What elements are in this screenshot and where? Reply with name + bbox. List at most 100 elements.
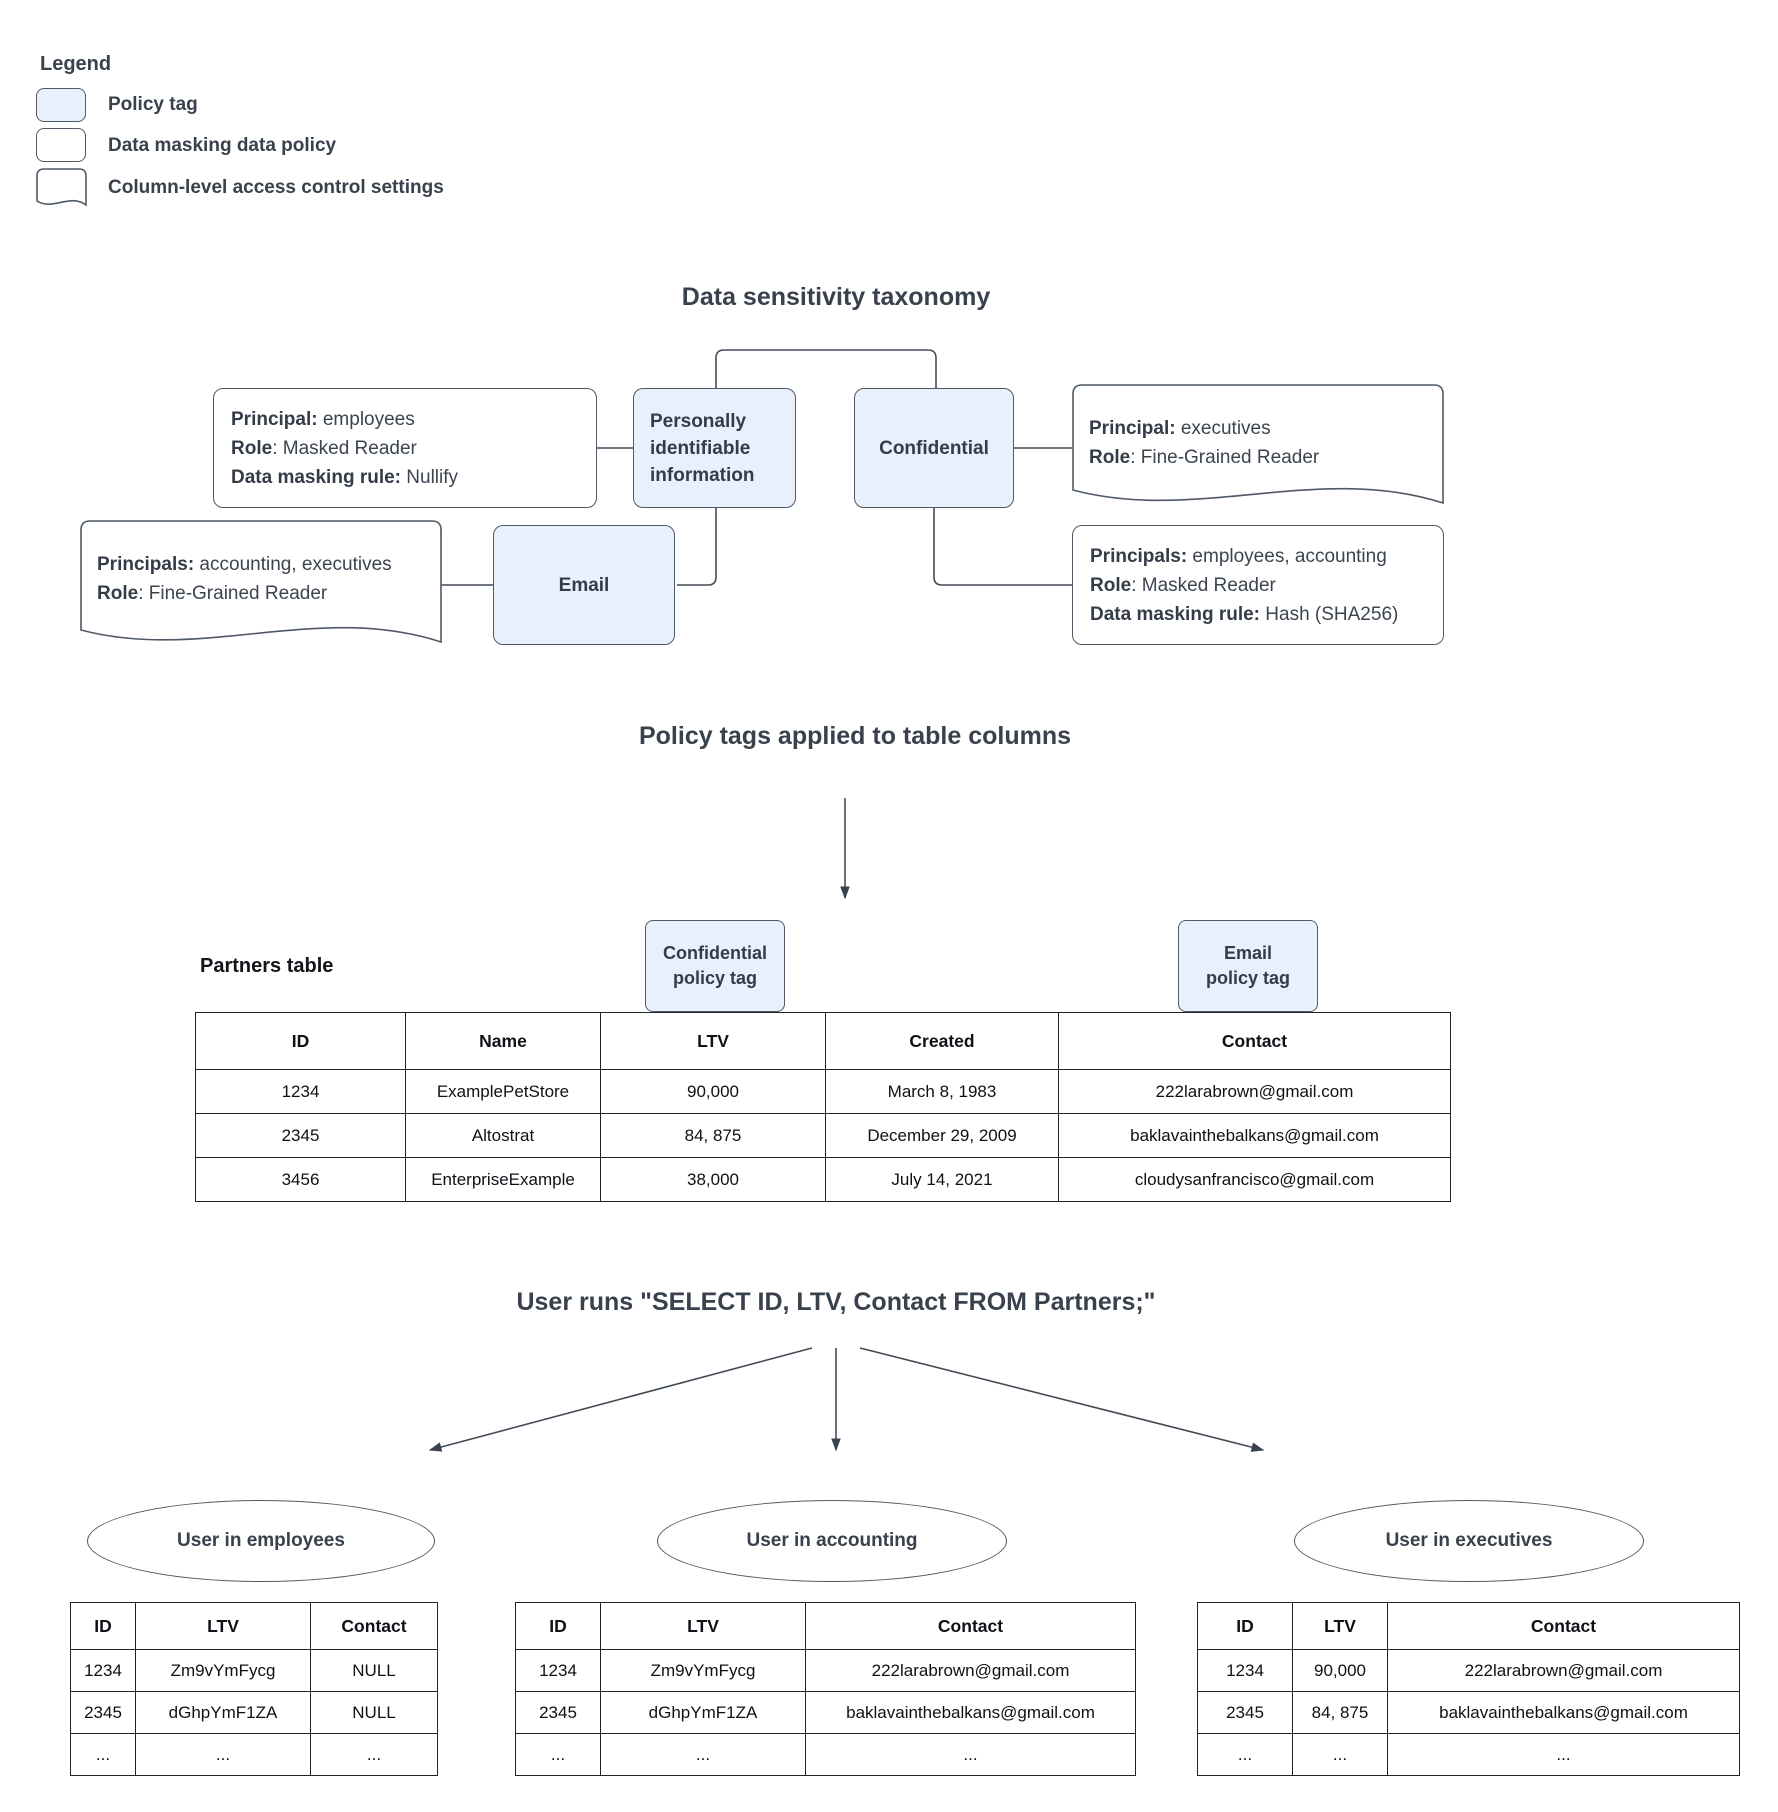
column-header: ID [1197, 1602, 1293, 1650]
table-cell: 84, 875 [1292, 1691, 1388, 1734]
arrow-to-executives [859, 1347, 1265, 1452]
table-cell: 222larabrown@gmail.com [1387, 1649, 1740, 1692]
policy-tag-pii: Personally identifiable information [633, 388, 796, 508]
table-cell: 1234 [195, 1069, 406, 1114]
taxonomy-title: Data sensitivity taxonomy [681, 283, 991, 311]
table-cell: ... [1197, 1733, 1293, 1776]
note-line: Principal: executives [1089, 418, 1271, 439]
user-accounting-ellipse: User in accounting [657, 1500, 1007, 1582]
table-cell: ... [1292, 1733, 1388, 1776]
table-cell: ... [1387, 1733, 1740, 1776]
legend-policy-tag-label: Policy tag [108, 94, 198, 115]
table-cell: ... [70, 1733, 136, 1776]
table-cell: July 14, 2021 [825, 1157, 1059, 1202]
note-line: Data masking rule: Hash (SHA256) [1090, 603, 1399, 625]
column-header: Contact [805, 1602, 1136, 1650]
note-line: Principal: employees [231, 408, 415, 430]
policy-tag-confidential: Confidential [854, 388, 1014, 508]
table-cell: baklavainthebalkans@gmail.com [1387, 1691, 1740, 1734]
table-cell: Zm9vYmFycg [600, 1649, 806, 1692]
table-cell: ... [310, 1733, 438, 1776]
column-header: LTV [600, 1012, 826, 1070]
table-cell: 2345 [195, 1113, 406, 1158]
table-cell: 90,000 [1292, 1649, 1388, 1692]
user-employees-ellipse: User in employees [87, 1500, 435, 1582]
table-cell: 1234 [515, 1649, 601, 1692]
table-cell: 3456 [195, 1157, 406, 1202]
column-header: Name [405, 1012, 601, 1070]
column-header: LTV [600, 1602, 806, 1650]
column-header: ID [195, 1012, 406, 1070]
legend-access-control-label: Column-level access control settings [108, 177, 444, 198]
table-cell: baklavainthebalkans@gmail.com [805, 1691, 1136, 1734]
table-cell: dGhpYmF1ZA [135, 1691, 311, 1734]
table-cell: NULL [310, 1649, 438, 1692]
note-line: Principals: accounting, executives [97, 554, 392, 575]
access-control-executives-shape [1072, 384, 1444, 505]
note-line: Role: Fine-Grained Reader [1089, 447, 1320, 468]
legend-data-masking-swatch [36, 128, 86, 162]
connector-confidential-hash [933, 508, 1072, 586]
connector-pii-email [677, 508, 717, 586]
column-header: ID [515, 1602, 601, 1650]
table-cell: ... [805, 1733, 1136, 1776]
table-row: ......... [1197, 1733, 1740, 1776]
connector-bridge [715, 349, 937, 388]
table-cell: 2345 [1197, 1691, 1293, 1734]
column-header: Created [825, 1012, 1059, 1070]
policy-tag-email: Email [493, 525, 675, 645]
note-line: Role: Masked Reader [231, 437, 417, 459]
table-cell: ExamplePetStore [405, 1069, 601, 1114]
column-header: Contact [310, 1602, 438, 1650]
table-cell: March 8, 1983 [825, 1069, 1059, 1114]
table-cell: 2345 [515, 1691, 601, 1734]
confidential-policy-tag-callout: Confidential policy tag [645, 920, 785, 1012]
data-policy-nullify-note: Principal: employees Role: Masked Reader… [213, 388, 597, 508]
partners-table-label: Partners table [200, 955, 334, 977]
note-line: Principals: employees, accounting [1090, 545, 1387, 567]
table-cell: EnterpriseExample [405, 1157, 601, 1202]
legend-policy-tag-swatch [36, 88, 86, 122]
table-row: ......... [70, 1733, 438, 1776]
table-cell: NULL [310, 1691, 438, 1734]
legend-data-masking-label: Data masking data policy [108, 135, 337, 156]
applied-title: Policy tags applied to table columns [638, 722, 1072, 750]
table-cell: 90,000 [600, 1069, 826, 1114]
access-control-accounting-shape [80, 520, 442, 644]
column-header: Contact [1387, 1602, 1740, 1650]
query-title: User runs "SELECT ID, LTV, Contact FROM … [516, 1288, 1156, 1316]
note-line: Data masking rule: Nullify [231, 466, 459, 488]
table-cell: ... [600, 1733, 806, 1776]
table-cell: 2345 [70, 1691, 136, 1734]
arrow-to-employees [428, 1347, 813, 1452]
user-executives-ellipse: User in executives [1294, 1500, 1644, 1582]
table-cell: Zm9vYmFycg [135, 1649, 311, 1692]
note-line: Role: Fine-Grained Reader [97, 583, 328, 604]
column-header: LTV [135, 1602, 311, 1650]
column-header: ID [70, 1602, 136, 1650]
table-cell: December 29, 2009 [825, 1113, 1059, 1158]
table-cell: baklavainthebalkans@gmail.com [1058, 1113, 1451, 1158]
table-cell: ... [135, 1733, 311, 1776]
